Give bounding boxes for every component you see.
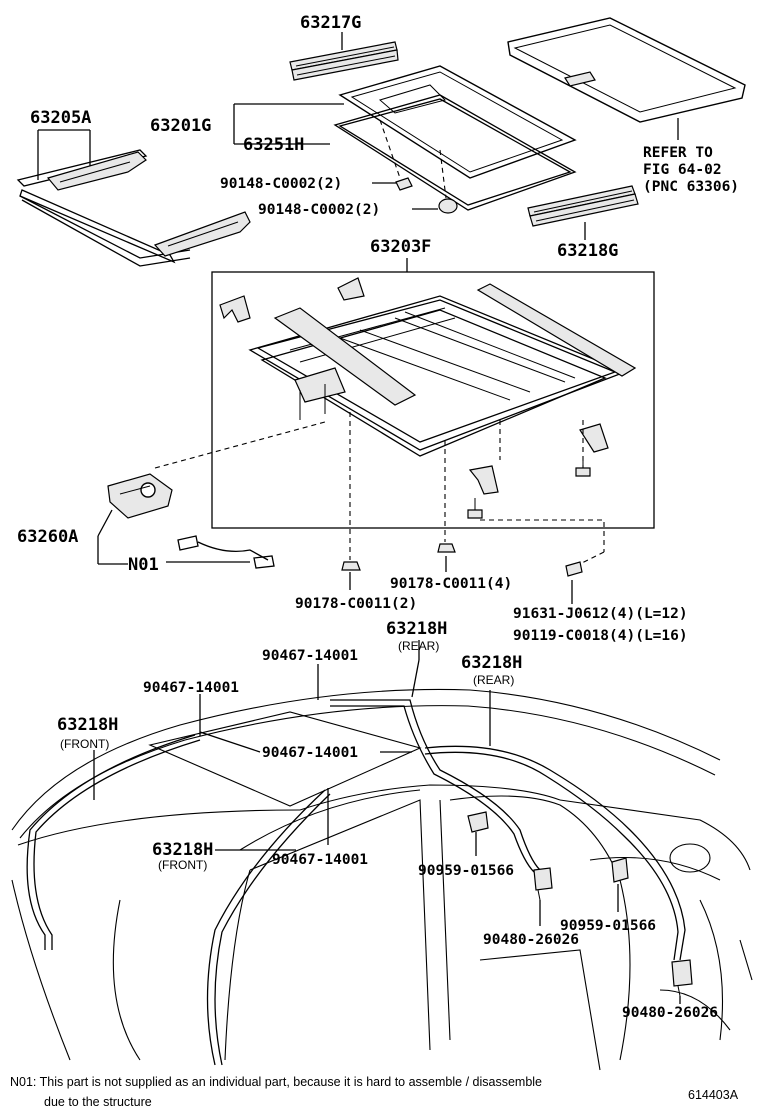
label-rear-1: (REAR) xyxy=(398,639,439,653)
sunroof-frame-63203f xyxy=(219,277,637,495)
refer-line-1: REFER TO xyxy=(643,145,713,161)
label-front-1: (FRONT) xyxy=(60,737,109,751)
bolt-91631-a xyxy=(575,458,591,477)
screw-90148-a xyxy=(379,119,413,191)
label-90480-a: 90480-26026 xyxy=(483,932,579,948)
label-63218g: 63218G xyxy=(557,241,618,261)
label-63205a: 63205A xyxy=(30,108,91,128)
bolt-91631-b xyxy=(467,498,483,519)
car-body-outline xyxy=(11,688,753,1071)
label-90148-b: 90148-C0002(2) xyxy=(258,202,380,218)
grommet-90480-b xyxy=(671,959,693,997)
label-90467-c: 90467-14001 xyxy=(262,745,358,761)
strip-63218g xyxy=(527,185,639,227)
label-90148-a: 90148-C0002(2) xyxy=(220,176,342,192)
label-90959-a: 90959-01566 xyxy=(418,863,514,879)
label-90480-b: 90480-26026 xyxy=(622,1005,718,1021)
label-n01: N01 xyxy=(128,555,159,575)
label-63217g: 63217G xyxy=(300,13,361,33)
label-90178-2: 90178-C0011(2) xyxy=(295,596,417,612)
label-63201g: 63201G xyxy=(150,116,211,136)
label-rear-2: (REAR) xyxy=(473,673,514,687)
refer-line-2: FIG 64-02 xyxy=(643,162,722,178)
refer-line-3: (PNC 63306) xyxy=(643,179,739,195)
label-90959-b: 90959-01566 xyxy=(560,918,656,934)
clamp-90959-a xyxy=(467,811,489,833)
screw-91631 xyxy=(565,561,583,577)
label-63203f: 63203F xyxy=(370,237,431,257)
label-63218h-rear-1: 63218H xyxy=(386,619,447,639)
label-91631: 91631-J0612(4)(L=12) xyxy=(513,606,688,622)
grommet-90480-a xyxy=(533,867,553,901)
footnote-line-1: N01: This part is not supplied as an ind… xyxy=(10,1075,542,1089)
screw-90148-b xyxy=(438,149,458,214)
label-63251h: 63251H xyxy=(243,135,304,155)
label-90467-d: 90467-14001 xyxy=(272,852,368,868)
figure-id: 614403A xyxy=(688,1088,739,1102)
sunroof-glass-63201g xyxy=(338,65,577,179)
footnote-line-2: due to the structure xyxy=(44,1095,152,1109)
label-front-2: (FRONT) xyxy=(158,858,207,872)
sunroof-motor-63260a xyxy=(107,473,275,569)
label-90119: 90119-C0018(4)(L=16) xyxy=(513,628,688,644)
sunshade-panel-reference xyxy=(507,17,746,123)
label-63218h-rear-2: 63218H xyxy=(461,653,522,673)
label-90467-b: 90467-14001 xyxy=(143,680,239,696)
label-63260a: 63260A xyxy=(17,527,78,547)
frame-box xyxy=(211,271,655,529)
nut-90178-a xyxy=(437,543,456,553)
label-90467-a: 90467-14001 xyxy=(262,648,358,664)
clamp-90959-b xyxy=(611,857,629,883)
nut-90178-b xyxy=(341,561,361,571)
deflector-strip-63217g xyxy=(289,41,399,81)
drain-hoses xyxy=(26,699,686,1066)
guide-rails-63205a xyxy=(16,149,251,267)
weatherstrip-63251h xyxy=(333,94,577,211)
label-63218h-front-1: 63218H xyxy=(57,715,118,735)
label-90178-4: 90178-C0011(4) xyxy=(390,576,512,592)
label-63218h-front-2: 63218H xyxy=(152,840,213,860)
